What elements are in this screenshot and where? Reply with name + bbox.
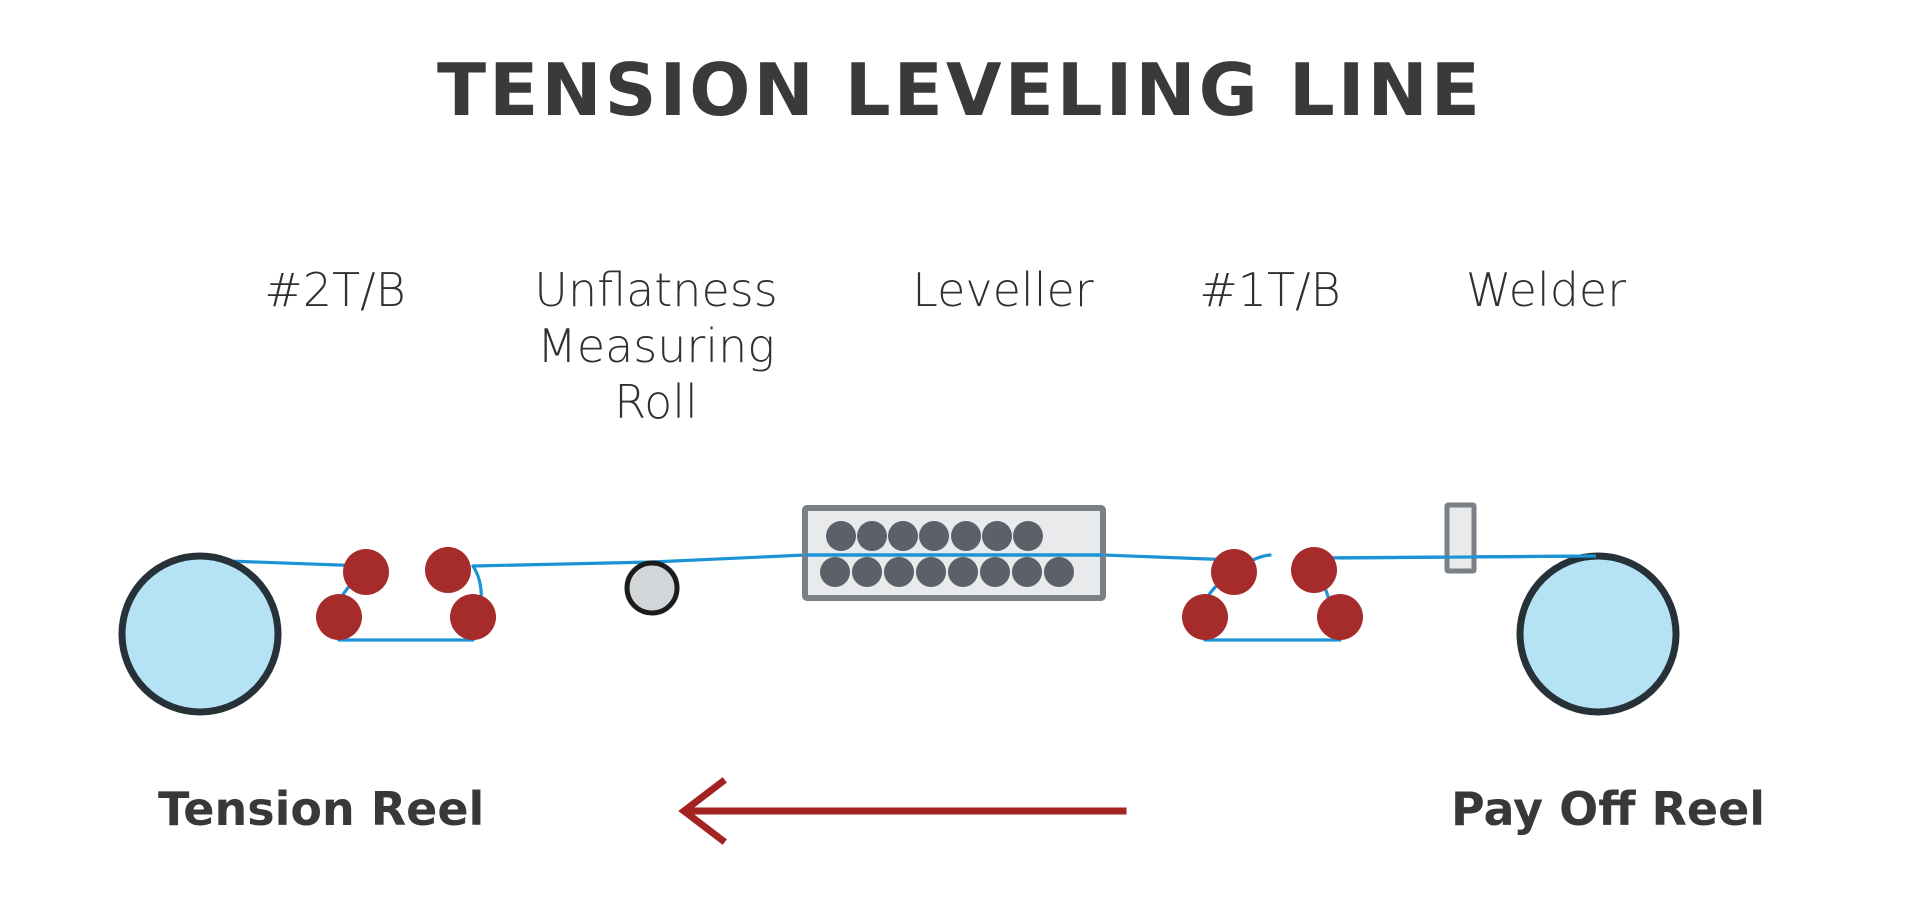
leveller-unit[interactable] <box>802 505 1106 601</box>
page-title: TENSION LEVELING LINE <box>437 48 1483 132</box>
unflatness-measuring-roll[interactable] <box>624 560 680 616</box>
label-unflatness-measuring-roll: Unflatness Measuring Roll <box>534 263 778 430</box>
label-tb2: #2T/B <box>264 263 406 317</box>
tension-reel[interactable] <box>118 552 282 716</box>
roller <box>1291 547 1337 593</box>
leveller-bottom-rollers <box>820 557 1074 587</box>
roller <box>1182 594 1228 640</box>
label-welder: Welder <box>1465 263 1627 317</box>
roller <box>425 547 471 593</box>
roller <box>316 594 362 640</box>
label-tb1: #1T/B <box>1199 263 1341 317</box>
roller <box>343 549 389 595</box>
pay-off-reel[interactable] <box>1516 552 1680 716</box>
roller <box>1317 594 1363 640</box>
welder-unit[interactable] <box>1444 502 1477 574</box>
roller <box>1211 549 1257 595</box>
label-tension-reel: Tension Reel <box>158 782 485 836</box>
bridle-1-rollers[interactable] <box>1182 547 1363 640</box>
flow-direction-arrow <box>678 777 1127 845</box>
leveller-top-rollers <box>826 521 1043 551</box>
label-pay-off-reel: Pay Off Reel <box>1451 782 1766 836</box>
bridle-2-rollers[interactable] <box>316 547 496 640</box>
roller <box>450 594 496 640</box>
strip-payoff-to-welder <box>1339 554 1597 560</box>
label-leveller: Leveller <box>912 263 1094 317</box>
